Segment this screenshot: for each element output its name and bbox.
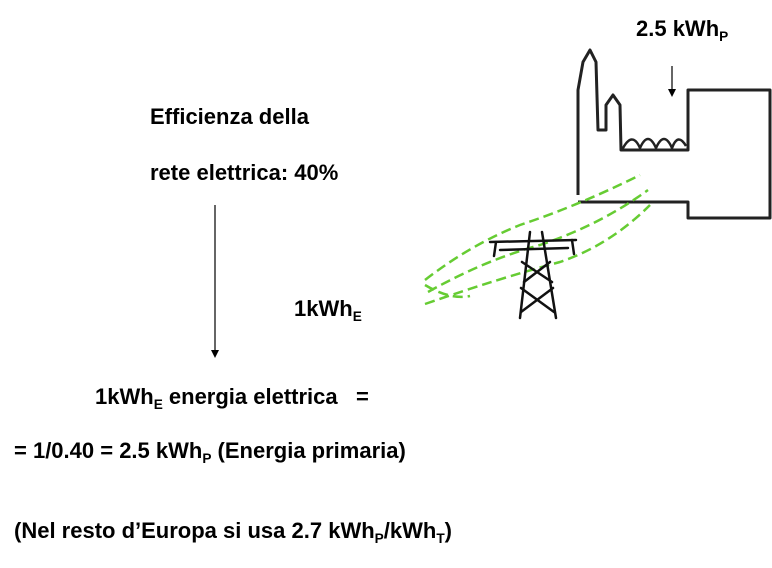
equation-line-2: = 1/0.40 = 2.5 kWhP (Energia primaria)	[14, 438, 406, 466]
primary-energy-subscript: P	[719, 28, 729, 44]
efficiency-line-1: Efficienza della	[150, 104, 309, 129]
equation-line-1-a: 1kWh	[95, 384, 154, 409]
electric-energy-value: 1kWh	[294, 296, 353, 321]
electric-energy-label: 1kWhE	[294, 296, 362, 324]
europe-note-b: /kWh	[383, 518, 437, 543]
europe-note-a: (Nel resto d’Europa si usa 2.7 kWh	[14, 518, 375, 543]
power-plant-icon	[576, 48, 772, 220]
equation-line-1-subscript: E	[153, 396, 163, 412]
europe-note: (Nel resto d’Europa si usa 2.7 kWhP/kWhT…	[14, 518, 452, 546]
efficiency-line-2: rete elettrica: 40%	[150, 160, 339, 185]
europe-note-c: )	[444, 518, 452, 543]
europe-note-subscript-2: T	[436, 530, 445, 546]
primary-energy-value: 2.5 kWh	[636, 16, 720, 41]
transmission-lines	[424, 173, 651, 306]
primary-arrow	[668, 66, 676, 97]
equation-line-1: 1kWhE energia elettrica =	[95, 384, 369, 412]
equation-line-2-subscript: P	[202, 450, 212, 466]
equation-line-2-a: = 1/0.40 = 2.5 kWh	[14, 438, 203, 463]
equation-line-1-b: energia elettrica =	[162, 384, 369, 409]
electric-energy-subscript: E	[352, 308, 362, 324]
pylon-icon	[488, 230, 578, 320]
europe-note-subscript-1: P	[374, 530, 384, 546]
primary-energy-label: 2.5 kWhP	[636, 16, 728, 44]
efficiency-arrow	[211, 205, 219, 358]
equation-line-2-b: (Energia primaria)	[211, 438, 406, 463]
